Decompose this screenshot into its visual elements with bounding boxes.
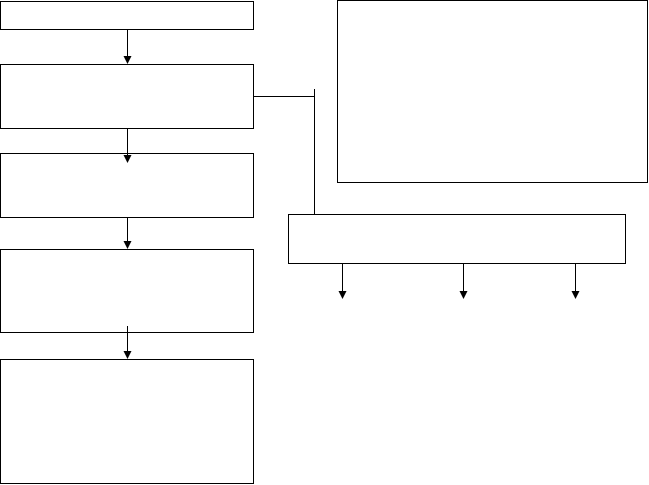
flow-box-5	[0, 359, 254, 484]
output-arrow-2-head	[459, 291, 468, 299]
flow-box-3	[0, 153, 254, 218]
note-box	[337, 0, 648, 183]
output-arrow-3-head	[571, 291, 580, 299]
connector-2-side	[253, 96, 315, 218]
side-box	[288, 214, 626, 264]
arrowhead-2-3	[123, 155, 132, 163]
arrowhead-1-2	[123, 56, 132, 64]
output-arrow-1-head	[338, 291, 347, 299]
flow-box-1	[0, 1, 254, 30]
flow-box-4	[0, 249, 254, 333]
arrowhead-3-4	[123, 241, 132, 249]
arrowhead-4-5	[123, 351, 132, 359]
flow-box-2	[0, 64, 254, 129]
